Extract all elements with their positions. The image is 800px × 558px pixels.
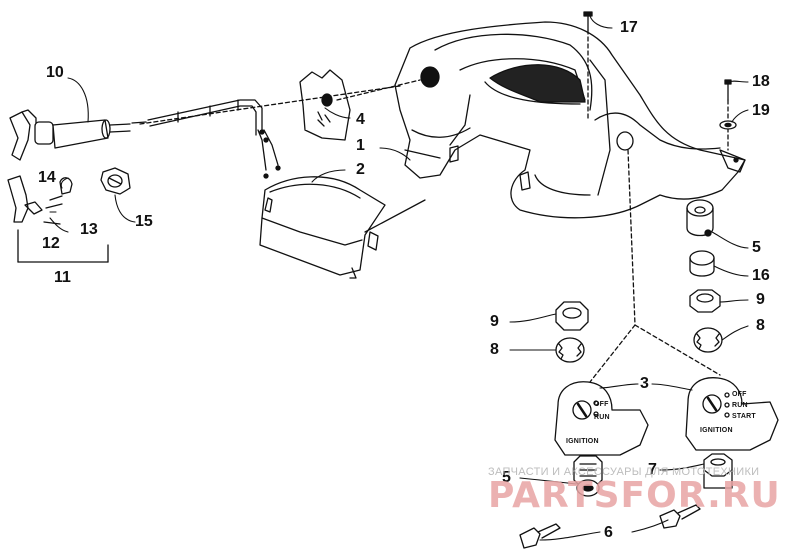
leader-lines: [49, 15, 749, 541]
callout-2: 2: [356, 161, 365, 178]
brake-lever-group: [7, 175, 109, 263]
console-housing: [394, 21, 746, 219]
nut-9-right: [689, 289, 721, 313]
callout-5-right: 5: [752, 239, 761, 256]
callout-3: 3: [640, 375, 649, 392]
knob-right-off-label: OFF: [732, 391, 747, 398]
key-right: [659, 504, 701, 529]
callout-16: 16: [752, 267, 770, 284]
callout-8-left: 8: [490, 341, 499, 358]
throttle-cable-assembly: [9, 85, 401, 179]
callout-11: 11: [54, 269, 71, 286]
callout-15: 15: [135, 213, 153, 230]
ignition-plate-right: [685, 377, 779, 451]
switch-5-bottom: [573, 455, 603, 497]
callout-10: 10: [46, 64, 64, 81]
callout-1: 1: [356, 137, 365, 154]
callout-18: 18: [752, 73, 770, 90]
callout-19: 19: [752, 102, 770, 119]
callout-17: 17: [620, 19, 638, 36]
ignition-plate-left: [554, 381, 649, 456]
decal-plate: [299, 69, 351, 141]
callout-12: 12: [42, 235, 60, 252]
knurled-nut: [100, 167, 131, 195]
lockwasher-8-left: [555, 337, 585, 363]
watermark-tagline: ЗАПЧАСТИ И АКСЕССУАРЫ ДЛЯ МОТОТЕХНИКИ: [488, 466, 760, 478]
callout-8-right: 8: [756, 317, 765, 334]
bushing-16: [689, 250, 715, 277]
knob-left-off-label: OFF: [594, 401, 609, 408]
knob-right-start-label: START: [732, 413, 756, 420]
knob-left-run-label: RUN: [594, 414, 610, 421]
screw-17: [583, 11, 593, 121]
callout-9-left: 9: [490, 313, 499, 330]
washer-19: [719, 120, 737, 130]
switch-5-right: [686, 199, 714, 237]
nut-9-left: [555, 301, 589, 331]
callout-9-right: 9: [756, 291, 765, 308]
screw-18: [724, 79, 732, 151]
callout-14: 14: [38, 169, 56, 186]
key-left: [519, 523, 561, 549]
callout-4: 4: [356, 111, 365, 128]
lockwasher-8-right: [693, 327, 723, 353]
callout-13: 13: [80, 221, 98, 238]
callout-6: 6: [604, 524, 613, 541]
connector-7: [703, 453, 733, 489]
callout-7: 7: [648, 461, 657, 478]
knob-left-ignition-label: IGNITION: [566, 438, 599, 445]
callout-5-bottom: 5: [502, 469, 511, 486]
knob-right-run-label: RUN: [732, 402, 748, 409]
cover-panel: [259, 176, 426, 279]
knob-right-ignition-label: IGNITION: [700, 427, 733, 434]
watermark-logo: PARTSFOR.RU: [488, 475, 781, 516]
